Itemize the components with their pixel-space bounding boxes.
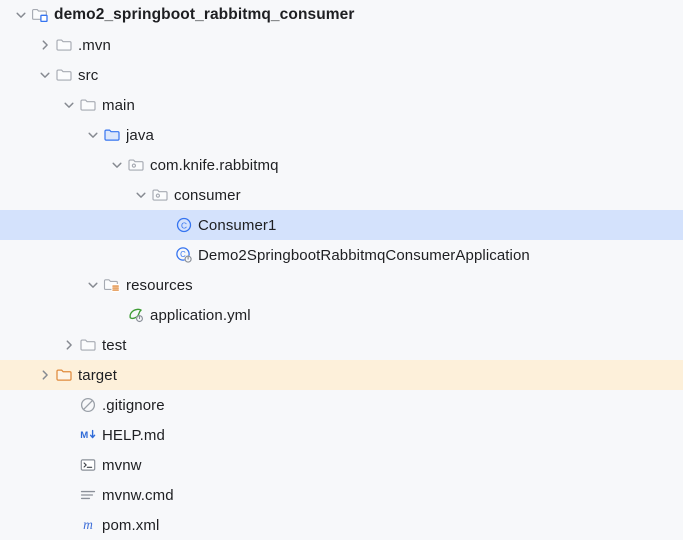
source-folder-icon: [103, 126, 121, 144]
chevron-right-icon[interactable]: [37, 367, 53, 383]
tree-row[interactable]: mvnw.cmd: [0, 480, 683, 510]
twisty-placeholder: [61, 487, 77, 503]
chevron-down-icon[interactable]: [133, 187, 149, 203]
tree-row-label: mvnw.cmd: [102, 486, 174, 504]
tree-row[interactable]: C Consumer1: [0, 210, 683, 240]
twisty-placeholder: [61, 427, 77, 443]
resources-folder-icon: [103, 276, 121, 294]
twisty-placeholder: [61, 457, 77, 473]
tree-row[interactable]: M HELP.md: [0, 420, 683, 450]
chevron-down-icon[interactable]: [85, 277, 101, 293]
tree-row[interactable]: .mvn: [0, 30, 683, 60]
gitignore-icon: [79, 396, 97, 414]
svg-text:C: C: [181, 220, 187, 230]
tree-row[interactable]: src: [0, 60, 683, 90]
spring-boot-class-icon: C: [175, 246, 193, 264]
tree-row[interactable]: m pom.xml: [0, 510, 683, 540]
tree-row[interactable]: resources: [0, 270, 683, 300]
tree-row-label: Consumer1: [198, 216, 277, 234]
twisty-placeholder: [109, 307, 125, 323]
tree-row-label: resources: [126, 276, 193, 294]
folder-icon: [55, 66, 73, 84]
svg-text:C: C: [180, 250, 186, 259]
chevron-right-icon[interactable]: [37, 37, 53, 53]
twisty-placeholder: [157, 247, 173, 263]
tree-row-label: java: [126, 126, 154, 144]
tree-row-label: src: [78, 66, 99, 84]
twisty-placeholder: [61, 397, 77, 413]
chevron-down-icon[interactable]: [37, 67, 53, 83]
tree-row[interactable]: consumer: [0, 180, 683, 210]
folder-icon: [79, 336, 97, 354]
tree-row-label: consumer: [174, 186, 241, 204]
tree-row-label: target: [78, 366, 117, 384]
tree-row[interactable]: target: [0, 360, 683, 390]
twisty-placeholder: [61, 517, 77, 533]
tree-row-label: main: [102, 96, 135, 114]
module-folder-icon: [31, 6, 49, 24]
markdown-icon: M: [79, 426, 97, 444]
tree-row[interactable]: C Demo2SpringbootRabbitmqConsumerApplicat…: [0, 240, 683, 270]
text-file-icon: [79, 486, 97, 504]
folder-icon: [55, 36, 73, 54]
chevron-down-icon[interactable]: [13, 7, 29, 23]
java-class-icon: C: [175, 216, 193, 234]
tree-row-label: test: [102, 336, 127, 354]
twisty-placeholder: [157, 217, 173, 233]
package-icon: [151, 186, 169, 204]
tree-row-label: com.knife.rabbitmq: [150, 156, 279, 174]
tree-row-label: .mvn: [78, 36, 111, 54]
chevron-down-icon[interactable]: [85, 127, 101, 143]
tree-row[interactable]: java: [0, 120, 683, 150]
tree-row[interactable]: mvnw: [0, 450, 683, 480]
tree-row[interactable]: main: [0, 90, 683, 120]
tree-row-label: Demo2SpringbootRabbitmqConsumerApplicati…: [198, 246, 530, 264]
maven-icon: m: [79, 516, 97, 534]
tree-row[interactable]: com.knife.rabbitmq: [0, 150, 683, 180]
tree-row[interactable]: application.yml: [0, 300, 683, 330]
tree-row[interactable]: .gitignore: [0, 390, 683, 420]
chevron-down-icon[interactable]: [61, 97, 77, 113]
svg-text:m: m: [83, 517, 93, 532]
chevron-right-icon[interactable]: [61, 337, 77, 353]
tree-row[interactable]: demo2_springboot_rabbitmq_consumer: [0, 0, 683, 30]
tree-row-label: application.yml: [150, 306, 251, 324]
shell-script-icon: [79, 456, 97, 474]
tree-row-label: pom.xml: [102, 516, 160, 534]
svg-text:M: M: [80, 430, 88, 441]
tree-row-label: HELP.md: [102, 426, 165, 444]
spring-yaml-icon: [127, 306, 145, 324]
tree-row-label: mvnw: [102, 456, 142, 474]
excluded-folder-icon: [55, 366, 73, 384]
folder-icon: [79, 96, 97, 114]
package-icon: [127, 156, 145, 174]
tree-row-label: demo2_springboot_rabbitmq_consumer: [54, 6, 355, 23]
tree-row[interactable]: test: [0, 330, 683, 360]
tree-row-label: .gitignore: [102, 396, 165, 414]
chevron-down-icon[interactable]: [109, 157, 125, 173]
